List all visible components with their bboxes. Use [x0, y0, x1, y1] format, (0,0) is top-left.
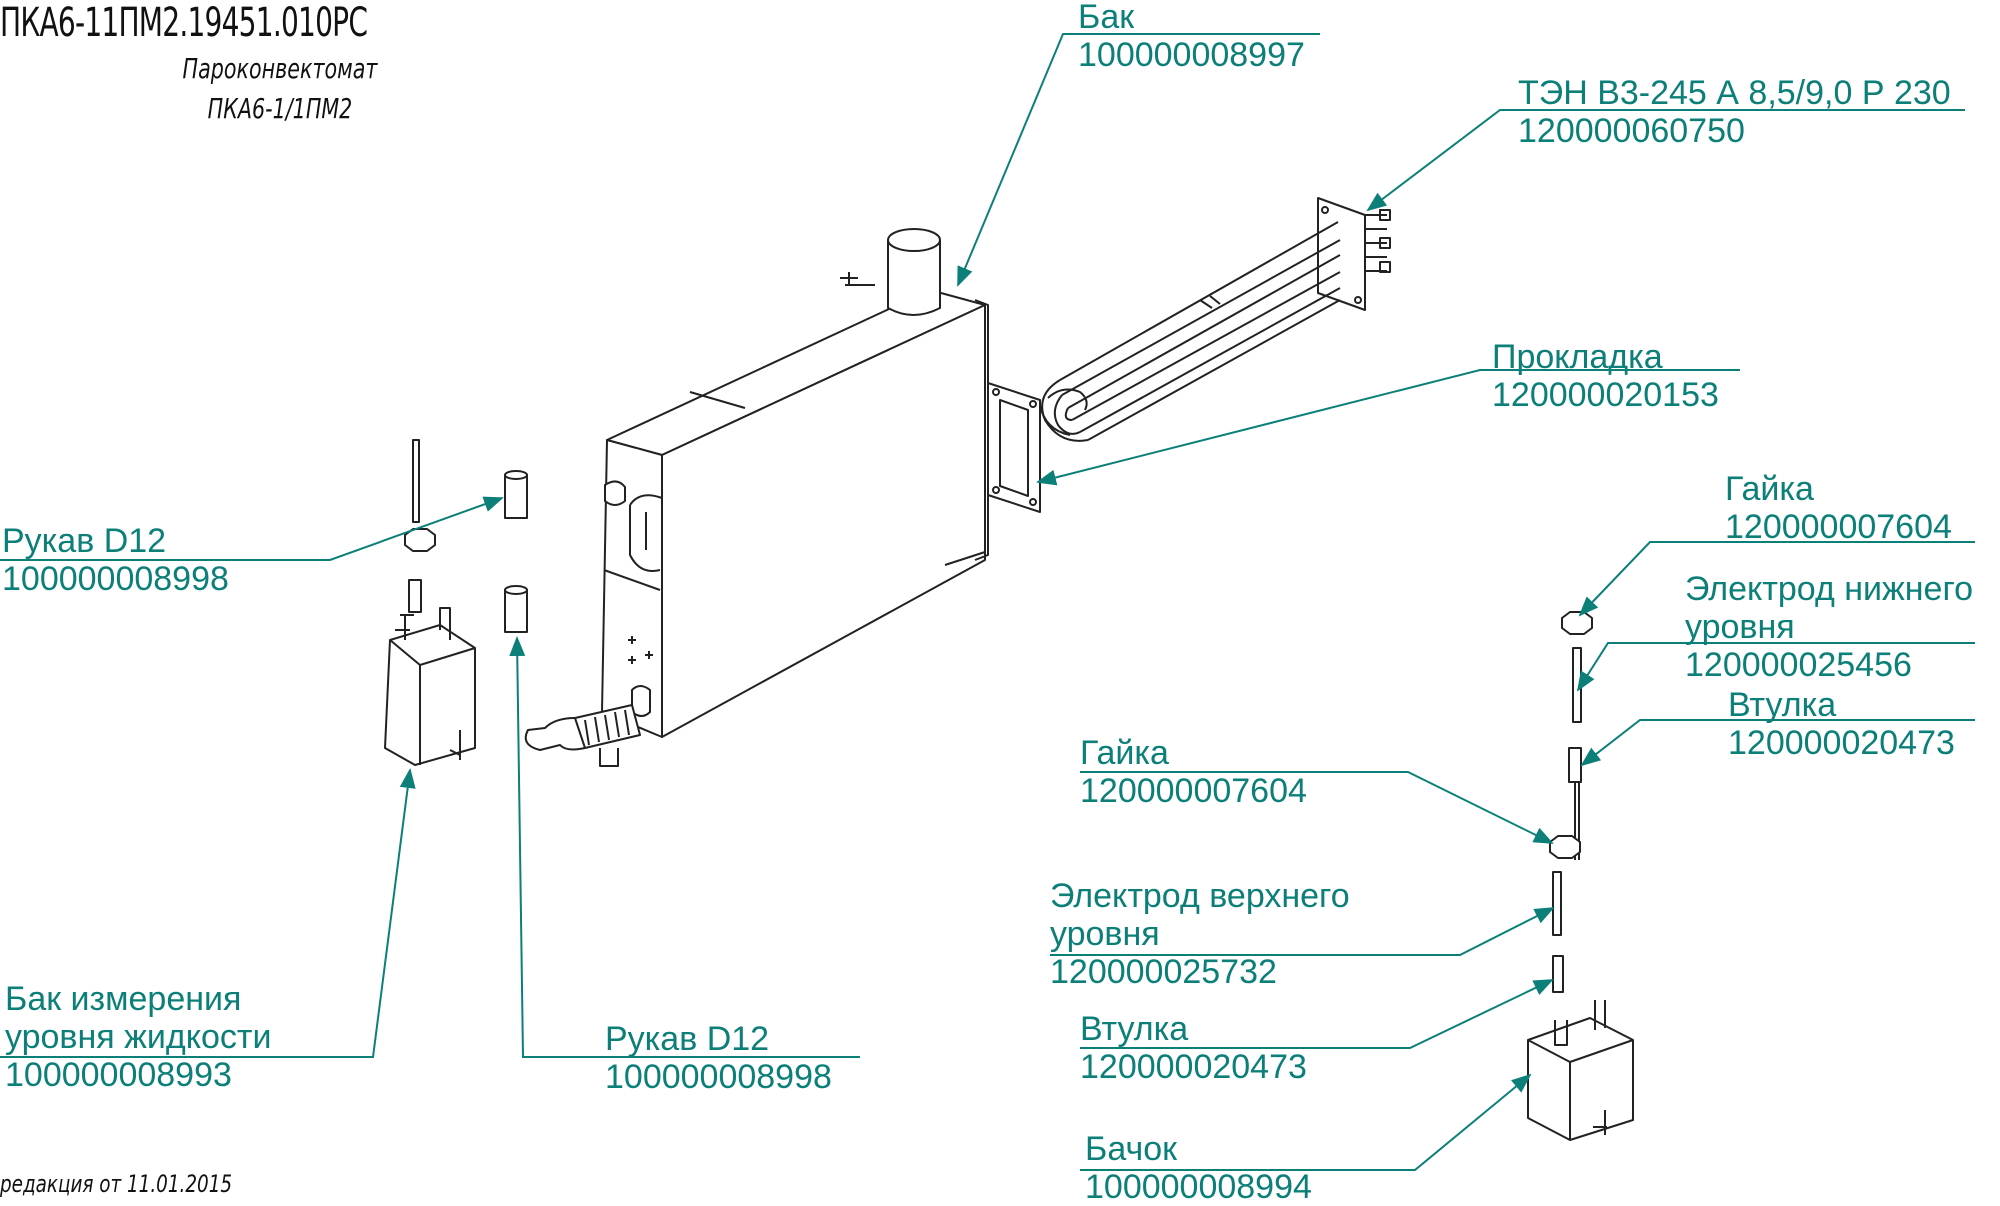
leader-rukav2 [509, 636, 860, 1058]
callout-electrode-lower: Электрод нижнего уровня 120000025456 [1685, 570, 1974, 684]
electrode-assembly-right-part [1527, 611, 1634, 1141]
callout-gaika-1: Гайка 120000007604 [1725, 470, 1952, 546]
document-code: ПКА6-11ПМ2.19451.010РС [0, 0, 368, 46]
heating-element-part [1039, 197, 1391, 442]
callout-vtulka-2: Втулка 120000020473 [1080, 1010, 1307, 1086]
leader-bak-izm [0, 768, 416, 1058]
revision-note: редакция от 11.01.2015 [0, 1170, 233, 1198]
leader-gaika2 [1080, 771, 1554, 844]
leader-rukav1 [0, 496, 504, 561]
product-type: Пароконвектомат [182, 52, 378, 85]
leader-bachok [1080, 1073, 1532, 1171]
gasket-part [987, 382, 1041, 513]
leader-elektrod-nizh [1576, 642, 1975, 692]
leader-elektrod-verh [1050, 907, 1555, 956]
leader-bak [957, 33, 1320, 287]
callout-electrode-upper: Электрод верхнего уровня 120000025732 [1050, 877, 1350, 991]
callout-rukav-2: Рукав D12 100000008998 [605, 1020, 832, 1096]
callout-bachok: Бачок 100000008994 [1085, 1130, 1312, 1206]
tank-part [524, 228, 989, 767]
leader-vtulka1 [1580, 719, 1975, 767]
leader-vtulka2 [1080, 979, 1554, 1049]
callout-gaika-2: Гайка 120000007604 [1080, 734, 1307, 810]
callout-bak: Бак 100000008997 [1078, 0, 1305, 74]
leader-prokladka [1036, 369, 1740, 486]
callout-ten: ТЭН В3-245 А 8,5/9,0 Р 230 120000060750 [1518, 74, 1951, 150]
leader-ten [1366, 109, 1965, 212]
callout-prokladka: Прокладка 120000020153 [1492, 338, 1719, 414]
leader-gaika1 [1578, 541, 1975, 617]
level-tank-left-part [384, 439, 528, 766]
leader-lines [0, 33, 1975, 1171]
callout-level-tank: Бак измерения уровня жидкости 1000000089… [5, 980, 272, 1094]
callout-rukav-1: Рукав D12 100000008998 [2, 522, 229, 598]
callout-vtulka-1: Втулка 120000020473 [1728, 686, 1955, 762]
product-model: ПКА6-1/1ПМ2 [207, 92, 353, 125]
